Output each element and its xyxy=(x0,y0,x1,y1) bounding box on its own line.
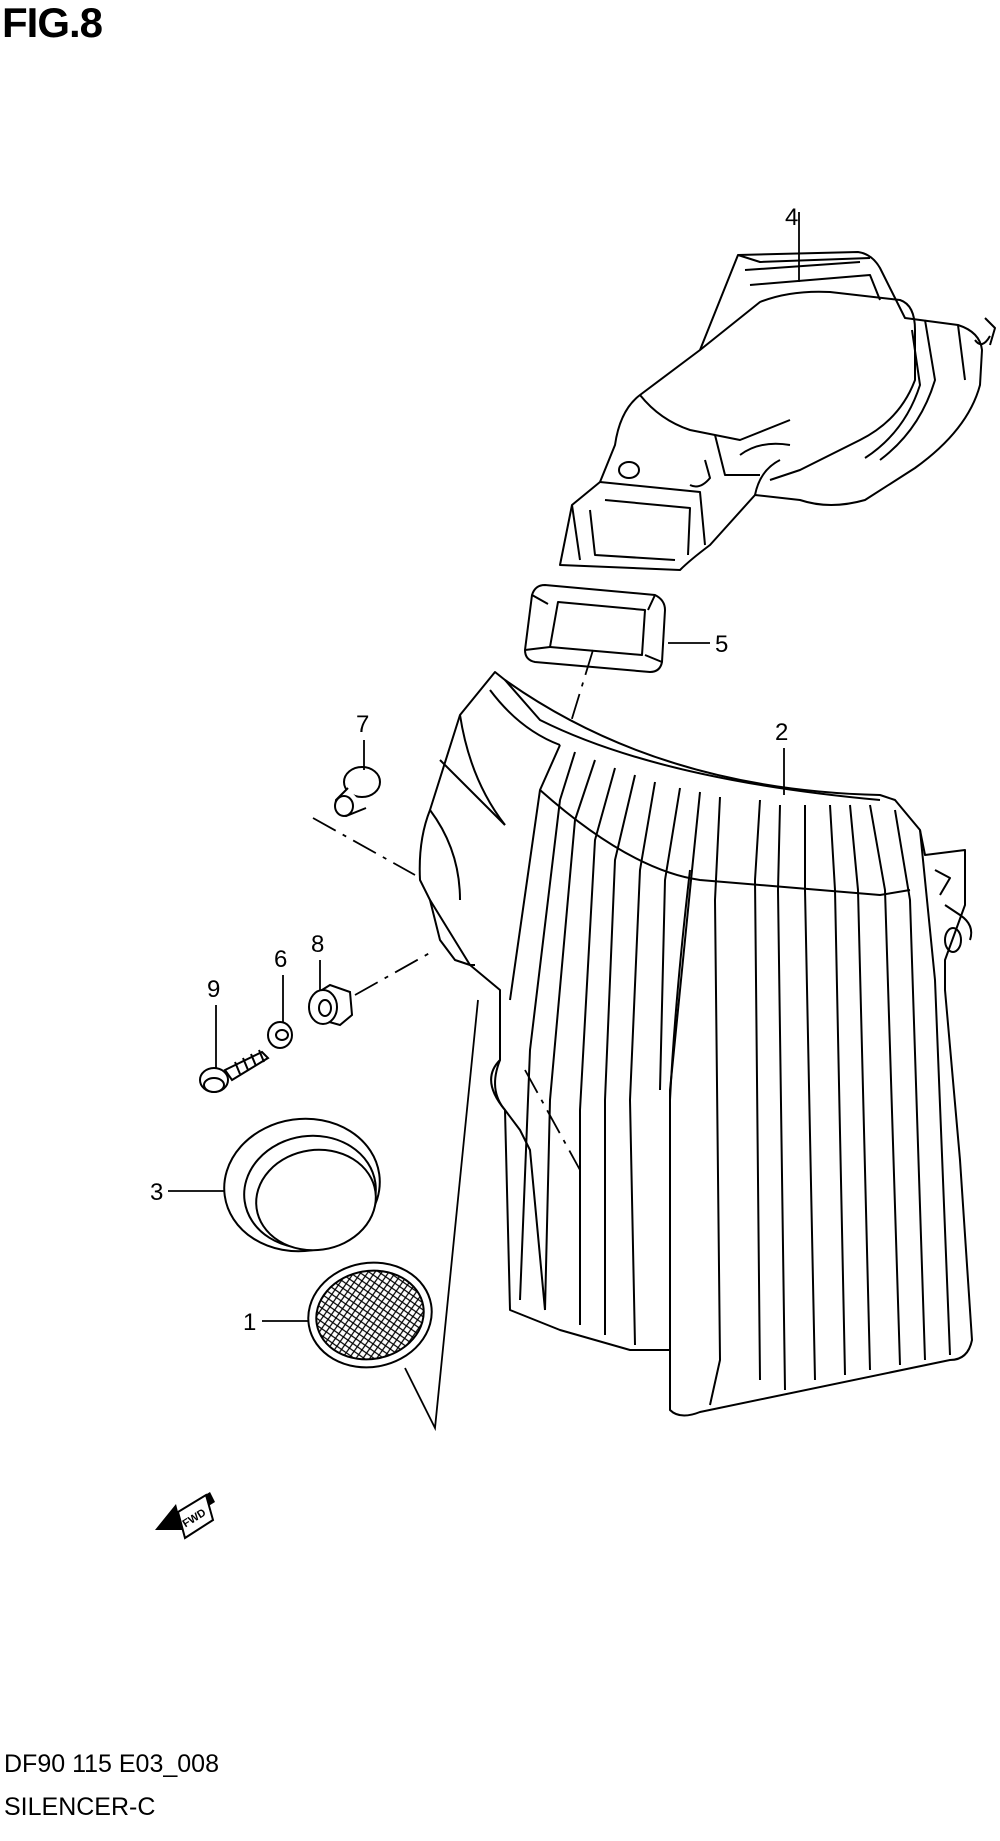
gasket-part-5 xyxy=(524,584,666,673)
grommet-part-8 xyxy=(308,983,354,1027)
callout-1: 1 xyxy=(243,1309,256,1336)
figure-title: FIG.8 xyxy=(2,0,103,46)
callout-5: 5 xyxy=(715,631,728,658)
fwd-arrow-icon: FWD xyxy=(155,1492,215,1540)
callout-9: 9 xyxy=(207,976,220,1003)
filter-part-1 xyxy=(307,1261,433,1369)
washer-part-6 xyxy=(267,1021,293,1049)
intake-duct-part-4 xyxy=(559,251,996,571)
callout-2: 2 xyxy=(775,719,788,746)
bolt-part-7 xyxy=(334,766,381,818)
callout-8: 8 xyxy=(311,931,324,958)
callout-6: 6 xyxy=(274,946,287,973)
hose-part-3 xyxy=(223,1117,381,1253)
leader-lines xyxy=(168,212,800,1432)
figure-name: SILENCER-C xyxy=(4,1793,156,1821)
figure-code: DF90 115 E03_008 xyxy=(4,1750,219,1778)
callout-7: 7 xyxy=(356,711,369,738)
callout-4: 4 xyxy=(785,204,798,231)
callout-labels: 4 5 2 7 8 6 9 3 1 xyxy=(150,204,798,1336)
bolt-part-9 xyxy=(199,1049,270,1093)
callout-3: 3 xyxy=(150,1179,163,1206)
silencer-case-part-2 xyxy=(418,671,973,1417)
